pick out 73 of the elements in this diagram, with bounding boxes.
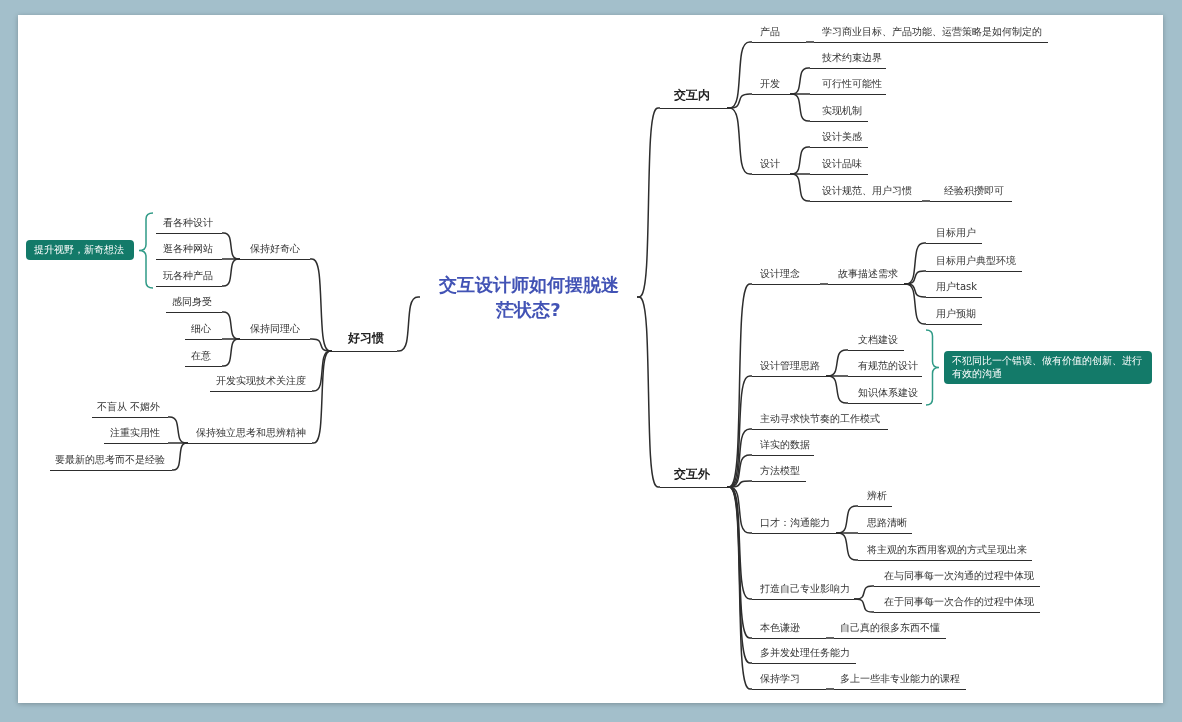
connector-line [221, 258, 241, 287]
connector-line [789, 173, 811, 202]
topic-text: 开发实现技术关注度 [216, 374, 306, 386]
main-topic-text: 好习惯 [348, 330, 384, 345]
topic-text: 用户预期 [936, 307, 976, 319]
summary-callout [944, 351, 1152, 384]
connector-line [789, 93, 811, 122]
topic-text: 方法模型 [760, 464, 800, 476]
topic-text: 故事描述需求 [838, 267, 898, 279]
summary-callout [26, 240, 134, 260]
connector-line [853, 598, 875, 613]
topic-text: 经验积攒即可 [944, 184, 1004, 196]
connector-line [921, 200, 931, 202]
main-topic-text: 交互外 [674, 466, 710, 481]
topic-text: 多并发处理任务能力 [760, 646, 850, 658]
connector-line [171, 442, 189, 471]
callout-text: 不犯同比一个错误、做有价值的创新、进行有效的沟通 [952, 354, 1143, 380]
topic-text: 保持学习 [760, 672, 800, 684]
connector-line [636, 296, 661, 488]
connector-line [805, 41, 815, 43]
connector-line [221, 338, 241, 367]
topic-text: 注重实用性 [110, 426, 160, 438]
topic-text: 细心 [191, 322, 211, 334]
topic-text: 设计品味 [822, 157, 862, 169]
topic-text: 打造自己专业影响力 [760, 582, 850, 594]
topic-text: 产品 [760, 25, 780, 37]
connector-line [311, 350, 333, 444]
topic-text: 感同身受 [172, 295, 212, 307]
topic-text: 本色谦逊 [760, 621, 800, 633]
topic-text: 设计规范、用户习惯 [822, 184, 912, 196]
topic-text: 设计 [760, 157, 780, 169]
topic-text: 不盲从 不媚外 [97, 400, 161, 412]
topic-text: 要最新的思考而不是经验 [55, 453, 165, 465]
topic-text: 思路清晰 [867, 516, 907, 528]
connector-line [819, 283, 829, 285]
topic-text: 详实的数据 [760, 438, 810, 450]
topic-text: 设计管理思路 [760, 359, 820, 371]
topic-text: 学习商业目标、产品功能、运营策略是如何制定的 [822, 25, 1042, 37]
topic-text: 设计理念 [760, 267, 800, 279]
connector-line [396, 296, 421, 352]
connector-line [825, 637, 835, 639]
connector-line [726, 107, 753, 175]
topic-text: 设计美感 [822, 130, 862, 142]
topic-text: 目标用户典型环境 [936, 254, 1016, 266]
topic-text: 将主观的东西用客观的方式呈现出来 [867, 543, 1027, 555]
topic-text: 在意 [191, 349, 211, 361]
topic-text: 知识体系建设 [858, 386, 918, 398]
topic-text: 在于同事每一次合作的过程中体现 [884, 595, 1034, 607]
topic-text: 开发 [760, 77, 780, 89]
topic-text: 技术约束边界 [822, 51, 882, 63]
topic-text: 玩各种产品 [163, 269, 213, 281]
callout-text: 提升视野，新奇想法 [34, 243, 125, 256]
central-topic: 交互设计师如何摆脱迷茫状态? [437, 273, 620, 322]
topic-text: 自己真的很多东西不懂 [840, 621, 940, 633]
connector-line [903, 283, 927, 325]
topic-text: 保持好奇心 [250, 242, 300, 254]
topic-text: 辨析 [867, 489, 887, 501]
topic-text: 用户task [936, 280, 978, 292]
topic-text: 目标用户 [936, 226, 976, 238]
topic-text: 可行性可能性 [822, 77, 882, 89]
topic-text: 保持同理心 [250, 322, 300, 334]
topic-text: 主动寻求快节奏的工作模式 [760, 412, 880, 424]
topic-text: 在与同事每一次沟通的过程中体现 [884, 569, 1034, 581]
main-topic-text: 交互内 [674, 87, 710, 102]
topic-text: 有规范的设计 [858, 359, 918, 371]
topic-text: 多上一些非专业能力的课程 [840, 672, 960, 684]
topic-text: 逛各种网站 [163, 242, 213, 254]
topic-text: 文档建设 [858, 333, 898, 345]
topic-text: 看各种设计 [163, 216, 213, 228]
topic-text: 实现机制 [822, 104, 862, 116]
topic-text: 口才：沟通能力 [760, 516, 830, 528]
connector-line [825, 688, 835, 690]
topic-text: 保持独立思考和思辨精神 [196, 426, 306, 438]
